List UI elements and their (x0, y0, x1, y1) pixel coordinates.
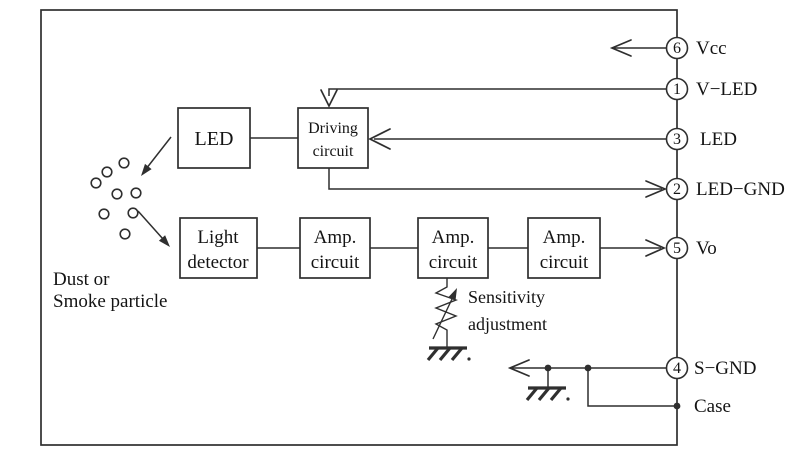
pin-4-sgnd: 4 S−GND (665, 356, 756, 380)
pin-3-number: 3 (673, 131, 681, 148)
dust-particle (111, 188, 123, 200)
ground-hatch (426, 346, 440, 362)
ground-symbol-sgnd (525, 386, 570, 402)
light-detector-label-line1: Light (197, 227, 239, 248)
case-junction-dot (673, 402, 681, 410)
sgnd-wire (507, 359, 681, 410)
ground-hatch (525, 386, 539, 402)
amp-circuit-1-label-line2: circuit (311, 252, 360, 273)
dust-particle (98, 208, 110, 220)
amp-circuit-3-label-line2: circuit (540, 252, 589, 273)
ground-hatch (450, 346, 464, 362)
case-line (587, 368, 677, 407)
pin-4-number: 4 (673, 360, 681, 377)
pin-4-circle (665, 356, 689, 380)
pin-3-label: LED (700, 129, 737, 150)
vcc-wire (609, 39, 666, 57)
led-light-arrow-line (145, 136, 172, 170)
pin-5-vo: 5 Vo (665, 236, 717, 260)
variable-resistor-zigzag (434, 278, 458, 347)
dust-particle (101, 166, 113, 178)
pin-1-circle (665, 77, 689, 101)
pin-2-ledgnd: 2 LED−GND (665, 177, 785, 201)
pin-6-number: 6 (673, 40, 681, 57)
particles-caption-line2: Smoke particle (53, 291, 168, 312)
led-pin-wire (368, 128, 666, 150)
amp-circuit-1-block: Amp. circuit (299, 217, 371, 279)
sensitivity-label-line1: Sensitivity (468, 287, 545, 307)
pin-2-number: 2 (673, 181, 681, 198)
dust-particle-cluster (90, 157, 142, 240)
pin-6-label: Vcc (696, 38, 727, 59)
dust-particle (118, 157, 130, 169)
case-label: Case (694, 396, 731, 417)
amp-circuit-2-block: Amp. circuit (417, 217, 489, 279)
pin-1-label: V−LED (696, 79, 757, 100)
pin-6-circle (665, 36, 689, 60)
amp-circuit-3-label-line1: Amp. (543, 227, 586, 248)
vo-wire (600, 239, 667, 257)
driving-circuit-label-line2: circuit (313, 143, 354, 160)
dust-particle (90, 177, 102, 189)
pin-5-label: Vo (696, 238, 717, 259)
driving-circuit-block: Driving circuit (297, 107, 369, 169)
pin-4-label: S−GND (694, 358, 756, 379)
ledgnd-wire (328, 168, 668, 198)
amp-circuit-2-label-line2: circuit (429, 252, 478, 273)
led-block: LED (177, 107, 251, 169)
amp-circuit-2-label-line1: Amp. (432, 227, 475, 248)
ground-symbol-sensitivity (426, 346, 471, 362)
led-block-label: LED (195, 128, 234, 150)
pin-2-circle (665, 177, 689, 201)
vcc-arrowhead (609, 39, 632, 57)
ground-period-dot (566, 397, 570, 401)
dust-particle (130, 187, 142, 199)
pin-1-number: 1 (673, 81, 681, 98)
ground-period-dot (467, 357, 471, 361)
variable-resistor-arrow-line (432, 298, 453, 340)
ground-hatch (537, 386, 551, 402)
pin-5-circle (665, 236, 689, 260)
amp-circuit-1-label-line1: Amp. (314, 227, 357, 248)
vo-arrowhead (645, 239, 667, 257)
pin-2-label: LED−GND (696, 179, 785, 200)
driving-circuit-box (297, 107, 369, 169)
scattered-light-arrow-line (137, 210, 164, 240)
pin-3-circle (665, 127, 689, 151)
led-light-arrow (141, 136, 172, 176)
driving-circuit-label-line1: Driving (308, 120, 358, 137)
light-detector-block: Light detector (179, 217, 258, 279)
pin-5-number: 5 (673, 240, 681, 257)
ledgnd-line (328, 168, 662, 190)
pin-3-led: 3 LED (665, 127, 737, 151)
light-detector-label-line2: detector (187, 252, 249, 273)
dust-particle (127, 207, 139, 219)
scattered-light-arrow (137, 210, 170, 247)
pin-6-vcc: 6 Vcc (665, 36, 727, 60)
ground-hatch (438, 346, 452, 362)
vled-wire (320, 88, 666, 108)
led-box (177, 107, 251, 169)
pin-1-vled: 1 V−LED (665, 77, 757, 101)
sensitivity-label-line2: adjustment (468, 314, 547, 334)
sensitivity-adjustment: Sensitivity adjustment (426, 278, 547, 362)
led-pin-arrowhead (368, 128, 391, 150)
scattered-light-arrowhead (158, 235, 170, 247)
ledgnd-arrowhead (645, 180, 668, 198)
amp-circuit-3-block: Amp. circuit (527, 217, 601, 279)
vled-line (328, 88, 666, 96)
led-light-arrowhead (141, 163, 152, 176)
sgnd-arrowhead (507, 359, 530, 377)
variable-resistor-arrowhead (448, 288, 457, 301)
dust-particle (119, 228, 131, 240)
vled-arrowhead (320, 89, 338, 108)
particles-caption-line1: Dust or (53, 269, 110, 290)
ground-hatch (549, 386, 563, 402)
